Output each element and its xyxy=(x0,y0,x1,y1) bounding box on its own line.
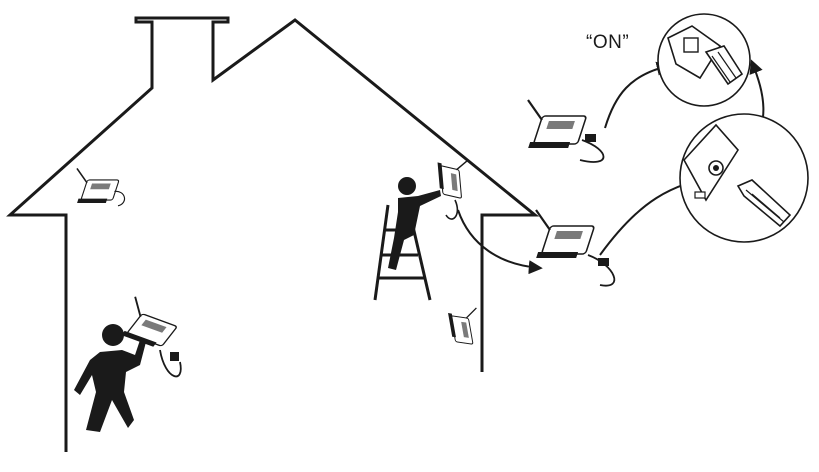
on-detail-circle xyxy=(657,13,751,107)
power-plug-icon xyxy=(736,179,792,228)
wireless-device-icon xyxy=(436,158,473,201)
power-plug-icon xyxy=(585,134,596,142)
device-cable xyxy=(579,139,605,163)
plug-detail-circle xyxy=(679,113,809,243)
wireless-device-icon xyxy=(534,208,596,260)
wireless-device-icon xyxy=(120,295,183,354)
house-outline xyxy=(6,16,540,452)
arrow-ladder-to-device xyxy=(457,209,543,275)
power-plug-icon xyxy=(170,352,179,361)
person-on-ladder-icon xyxy=(373,177,441,301)
power-plug-icon xyxy=(598,258,609,266)
wireless-device-icon xyxy=(447,307,484,349)
on-label: “ON” xyxy=(586,32,630,53)
wireless-device-icon xyxy=(526,98,588,150)
arrow-on-detail-to-device xyxy=(604,61,671,129)
device-cable xyxy=(159,349,182,378)
wireless-device-icon xyxy=(76,167,126,207)
person-walking-icon xyxy=(74,324,146,432)
device-cable xyxy=(587,254,616,287)
